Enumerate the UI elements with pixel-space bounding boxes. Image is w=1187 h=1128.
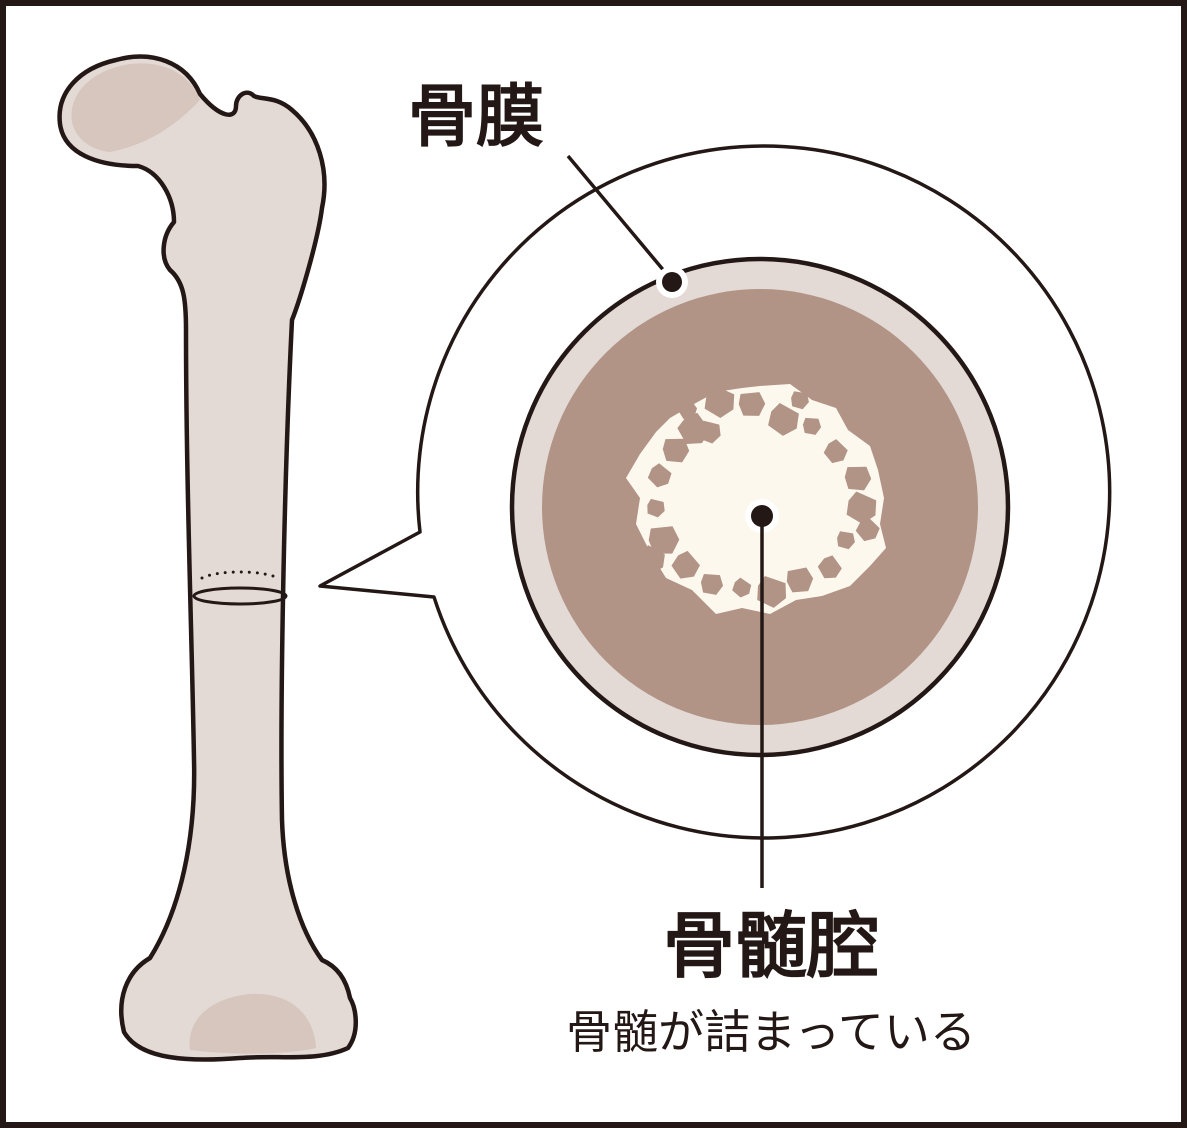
- spongy-bone-fragment: [802, 417, 822, 435]
- femur-outline: [57, 54, 358, 1062]
- spongy-bone-fragment: [757, 576, 787, 608]
- spongy-bone-fragment: [647, 498, 665, 518]
- spongy-bone-fragment: [677, 412, 711, 444]
- periosteum-pointer-dot: [662, 272, 682, 292]
- spongy-bone-fragment: [700, 574, 724, 595]
- spongy-bone-fragment: [738, 392, 766, 416]
- spongy-bone-fragment: [844, 466, 872, 491]
- diagram-art: [57, 54, 1112, 1062]
- spongy-bone-fragment: [679, 401, 697, 419]
- femur-bone: [57, 54, 358, 1062]
- spongy-bone-fragments: [638, 385, 880, 608]
- spongy-bone-fragment: [647, 463, 672, 488]
- spongy-bone-fragment: [786, 567, 814, 593]
- spongy-bone-fragment: [638, 545, 665, 574]
- spongy-bone-fragment: [704, 385, 735, 418]
- spongy-bone-fragment: [855, 517, 880, 542]
- spongy-bone-fragment: [837, 531, 855, 550]
- periosteum-leader-line: [566, 154, 672, 280]
- marrow-cavity-note: 骨髄が詰まっている: [566, 1005, 976, 1059]
- spongy-bone-fragment: [791, 391, 809, 410]
- spongy-bone-fragment: [846, 491, 877, 524]
- cross-section-cut-line: [192, 586, 288, 606]
- spongy-bone-fragment: [662, 438, 690, 463]
- cross-section-dotted-line: [200, 570, 280, 580]
- spongy-bone-fragment: [732, 577, 752, 598]
- periosteum-label: 骨膜: [408, 78, 545, 157]
- marrow-cavity-label: 骨髄腔: [662, 904, 879, 988]
- femur-head-shade: [71, 63, 200, 152]
- spongy-bone-fragment: [817, 555, 842, 579]
- femur-condyle-shade: [189, 993, 316, 1054]
- bone-cross-section: [509, 256, 1011, 758]
- spongy-bone-fragment: [648, 526, 680, 554]
- spongy-bone-fragment: [768, 403, 799, 436]
- spongy-bone-fragment: [823, 439, 848, 464]
- spongy-bone-fragment: [671, 550, 700, 579]
